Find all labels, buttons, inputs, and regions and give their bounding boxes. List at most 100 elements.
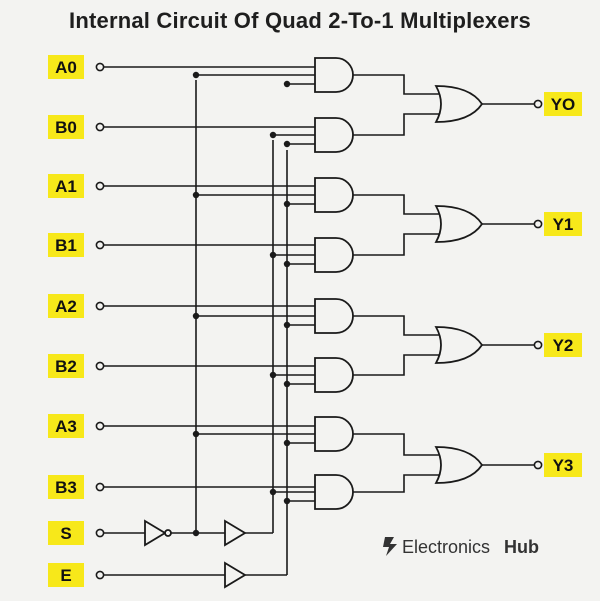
label-background [48, 521, 84, 545]
label-background [48, 414, 84, 438]
junction-dot [269, 371, 277, 379]
and-gate [314, 117, 354, 153]
input-pin [95, 421, 105, 431]
or-gate [434, 446, 484, 484]
input-pin [95, 240, 105, 250]
lightning-bolt-icon [383, 537, 397, 556]
output-pin [533, 219, 543, 229]
input-pin [95, 361, 105, 371]
and-gate [314, 298, 354, 334]
output-label-text: Y2 [553, 336, 574, 355]
output-label-text: Y3 [553, 456, 574, 475]
or-input-wire [353, 315, 440, 336]
logo: Electronics Hub [383, 537, 539, 557]
input-label-b1: B1 [48, 233, 84, 257]
input-label-text: B3 [55, 478, 77, 497]
junction-dot [283, 380, 291, 388]
junction-dot [283, 80, 291, 88]
input-label-s: S [48, 521, 84, 545]
junction-dot [283, 439, 291, 447]
or-gate [434, 85, 484, 123]
junction-dot [283, 497, 291, 505]
input-label-text: A3 [55, 417, 77, 436]
inverter-bubble [164, 529, 172, 537]
logo-name: Electronics [402, 537, 490, 557]
or-input-wire [353, 433, 440, 456]
and-gate [314, 177, 354, 213]
input-pin [95, 528, 105, 538]
label-background [48, 563, 84, 587]
input-label-text: E [60, 566, 71, 585]
and-gate [314, 57, 354, 93]
label-background [48, 174, 84, 198]
label-background [48, 294, 84, 318]
or-input-wire [353, 354, 440, 376]
input-label-a1: A1 [48, 174, 84, 198]
output-label-y2: Y2 [533, 333, 582, 357]
input-label-a3: A3 [48, 414, 84, 438]
output-label-text: Y1 [553, 215, 574, 234]
output-pin [533, 99, 543, 109]
label-background [48, 354, 84, 378]
input-label-b2: B2 [48, 354, 84, 378]
input-label-text: A1 [55, 177, 77, 196]
junction-dot [192, 529, 200, 537]
junction-dot [283, 200, 291, 208]
input-pin [95, 482, 105, 492]
enable-buffer-gate [224, 561, 247, 589]
input-label-b3: B3 [48, 475, 84, 499]
input-label-a0: A0 [48, 55, 84, 79]
input-pin [95, 62, 105, 72]
output-label-text: YO [551, 95, 576, 114]
input-label-text: S [60, 524, 71, 543]
output-label-y3: Y3 [533, 453, 582, 477]
input-pin [95, 181, 105, 191]
or-input-wire [353, 474, 440, 493]
or-gate [434, 205, 484, 243]
input-pin [95, 570, 105, 580]
and-gate [314, 474, 354, 510]
label-background [544, 453, 582, 477]
and-gate [314, 357, 354, 393]
input-label-text: B1 [55, 236, 77, 255]
or-input-wire [353, 194, 440, 215]
input-label-text: B0 [55, 118, 77, 137]
input-label-a2: A2 [48, 294, 84, 318]
junction-dot [283, 321, 291, 329]
input-pin [95, 122, 105, 132]
output-pin [533, 460, 543, 470]
input-label-text: A0 [55, 58, 77, 77]
junction-dot [283, 260, 291, 268]
input-label-text: A2 [55, 297, 77, 316]
label-background [544, 92, 582, 116]
and-gate [314, 237, 354, 273]
label-background [48, 475, 84, 499]
label-background [48, 115, 84, 139]
junction-dot [192, 430, 200, 438]
or-input-wire [353, 74, 440, 95]
input-label-e: E [48, 563, 84, 587]
output-label-y1: Y1 [533, 212, 582, 236]
inverter-gate [144, 519, 167, 547]
junction-dot [269, 131, 277, 139]
logo-suffix: Hub [504, 537, 539, 557]
input-label-text: B2 [55, 357, 77, 376]
junction-dot [192, 312, 200, 320]
label-background [48, 55, 84, 79]
junction-dot [269, 251, 277, 259]
page-title: Internal Circuit Of Quad 2-To-1 Multiple… [69, 8, 531, 33]
buffer-gate [224, 519, 247, 547]
input-pin [95, 301, 105, 311]
or-input-wire [353, 233, 440, 256]
output-pin [533, 340, 543, 350]
junction-dot [192, 71, 200, 79]
output-label-yo: YO [533, 92, 582, 116]
junction-dot [192, 191, 200, 199]
junction-dot [269, 488, 277, 496]
label-background [48, 233, 84, 257]
and-gate [314, 416, 354, 452]
or-gate [434, 326, 484, 364]
label-background [544, 212, 582, 236]
